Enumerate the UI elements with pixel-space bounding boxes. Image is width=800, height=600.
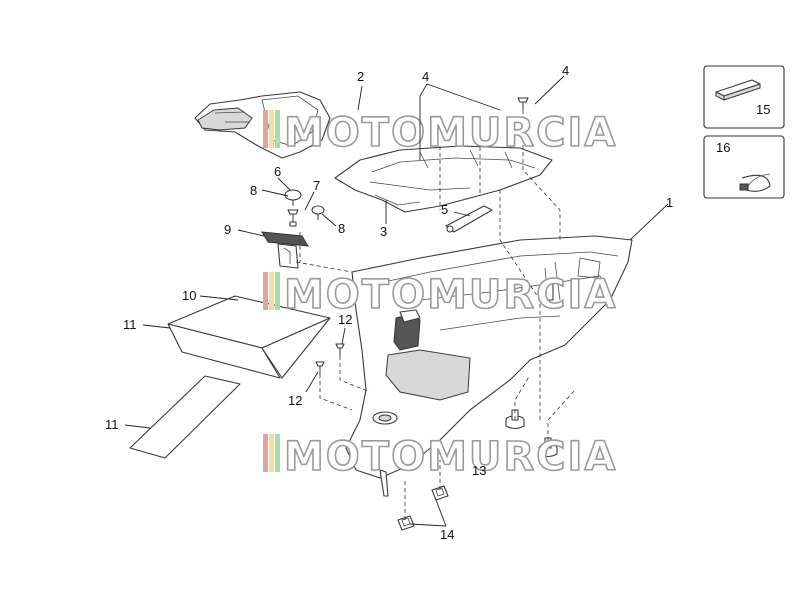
part-2-liner: [194, 91, 331, 159]
callout-15: 15: [756, 102, 770, 117]
callout-9: 9: [224, 222, 231, 237]
svg-text:MOTOMURCIA: MOTOMURCIA: [284, 272, 617, 318]
callout-13: 13: [472, 463, 486, 478]
callout-3: 3: [380, 224, 387, 239]
callout-labels: 1 2 3 4 4 5 6 7 8 8 9 10 11 11 12 12 13 …: [105, 63, 770, 542]
callout-12b: 12: [288, 393, 302, 408]
part-14-clips: [397, 485, 449, 531]
callout-8b: 8: [338, 221, 345, 236]
watermark-middle: MOTOMURCIA: [263, 271, 617, 319]
callout-2: 2: [357, 69, 364, 84]
callout-7: 7: [313, 178, 320, 193]
leader-lines: [124, 75, 669, 527]
inset-box-15: [703, 65, 785, 129]
callout-10: 10: [182, 288, 196, 303]
callout-5: 5: [441, 202, 448, 217]
part-1-seat-tray: [345, 235, 633, 497]
svg-text:MOTOMURCIA: MOTOMURCIA: [284, 434, 617, 480]
svg-text:MOTOMURCIA: MOTOMURCIA: [284, 110, 617, 156]
callout-12a: 12: [338, 312, 352, 327]
assembly-lines: [295, 110, 576, 520]
callout-11a: 11: [123, 317, 137, 332]
callout-16: 16: [716, 140, 730, 155]
watermark-bottom: MOTOMURCIA: [263, 433, 617, 481]
part-9-holder: [261, 231, 309, 269]
callout-4a: 4: [422, 69, 429, 84]
part-5-bracket: [445, 205, 493, 233]
callout-14: 14: [440, 527, 454, 542]
part-screws: [284, 97, 529, 374]
watermark-top: MOTOMURCIA: [263, 109, 617, 157]
inset-box-16: [703, 135, 785, 199]
part-11-mat: [129, 375, 241, 459]
callout-6: 6: [274, 164, 281, 179]
callout-11b: 11: [105, 417, 119, 432]
part-10-pouch: [167, 295, 331, 379]
callout-1: 1: [666, 195, 673, 210]
callout-4b: 4: [562, 63, 569, 78]
callout-8a: 8: [250, 183, 257, 198]
